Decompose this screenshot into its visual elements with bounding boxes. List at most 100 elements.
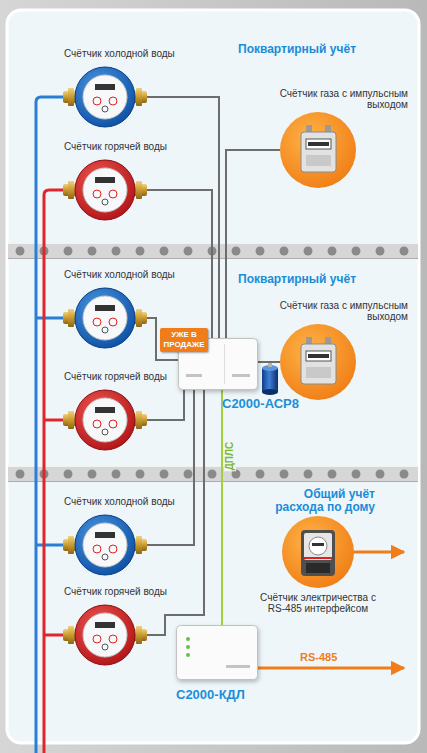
counter-digits bbox=[312, 543, 324, 546]
cold-water-meter-shape bbox=[63, 284, 147, 352]
gas-meter: Счётчик газа с импульсным выходом bbox=[280, 112, 356, 188]
electricity-meter-shape bbox=[282, 516, 354, 588]
slab-band bbox=[8, 466, 418, 482]
meter-dial bbox=[102, 199, 108, 205]
fitting-nut bbox=[68, 181, 74, 199]
meter-caption: Счётчик холодной воды bbox=[63, 48, 176, 60]
gas-meter-shape bbox=[280, 324, 356, 400]
cold-water-meter-shape bbox=[63, 511, 147, 579]
meter-housing bbox=[301, 530, 335, 576]
counter-window bbox=[95, 407, 115, 413]
meter-face bbox=[83, 613, 127, 657]
status-led bbox=[186, 645, 190, 649]
hot-water-meter-shape bbox=[63, 601, 147, 669]
cold-pipe bbox=[36, 317, 63, 320]
cold-pipe bbox=[36, 544, 63, 547]
cold-water-meter: Счётчик холодной воды bbox=[63, 63, 147, 131]
slab-edge bbox=[8, 466, 418, 467]
signal-wire bbox=[258, 361, 280, 363]
battery-body bbox=[262, 368, 278, 392]
gas-meter: Счётчик газа с импульсным выходом bbox=[280, 324, 356, 400]
meter-dial bbox=[102, 429, 108, 435]
fitting-nut bbox=[136, 536, 142, 554]
section-heading: Поквартирный учёт bbox=[238, 43, 356, 56]
hot-pipe bbox=[44, 419, 63, 422]
section-heading: Общий учёт расхода по дому bbox=[265, 488, 375, 514]
meter-caption: Счётчик холодной воды bbox=[63, 269, 176, 281]
dpls-line bbox=[221, 390, 223, 625]
battery-terminal bbox=[268, 363, 272, 367]
fitting-nut bbox=[136, 411, 142, 429]
floor-slab bbox=[8, 466, 418, 482]
meter-bezel bbox=[75, 390, 135, 450]
meter-dial bbox=[93, 97, 101, 105]
counter-window bbox=[95, 305, 115, 311]
icon-disc bbox=[282, 516, 354, 588]
hot-water-meter: Счётчик горячей воды bbox=[63, 156, 147, 224]
meter-caption: Счётчик горячей воды bbox=[63, 586, 168, 598]
bus-label: ДПЛС bbox=[224, 441, 236, 472]
meter-dial bbox=[93, 545, 101, 553]
meter-face bbox=[83, 523, 127, 567]
meter-bezel bbox=[75, 67, 135, 127]
hot-water-meter: Счётчик горячей воды bbox=[63, 386, 147, 454]
cold-water-meter: Счётчик холодной воды bbox=[63, 284, 147, 352]
fitting-nut bbox=[68, 536, 74, 554]
status-led bbox=[186, 637, 190, 641]
counter-window bbox=[95, 532, 115, 538]
fitting-nut bbox=[136, 626, 142, 644]
status-led bbox=[186, 653, 190, 657]
device-name: С2000-АСР8 bbox=[222, 396, 299, 411]
meter-dial bbox=[109, 97, 117, 105]
signal-wire bbox=[147, 97, 219, 338]
sale-badge: УЖЕ В ПРОДАЖЕ bbox=[160, 328, 208, 352]
hot-water-meter: Счётчик горячей воды bbox=[63, 601, 147, 669]
meter-caption: Счётчик электричества с RS-485 интерфейс… bbox=[260, 592, 376, 614]
slab-holes bbox=[8, 466, 418, 482]
cold-water-meter-shape bbox=[63, 63, 147, 131]
meter-dial bbox=[109, 420, 117, 428]
fitting-nut bbox=[136, 181, 142, 199]
counter-digits bbox=[308, 354, 329, 358]
battery-symbol bbox=[262, 363, 278, 395]
meter-dial bbox=[109, 545, 117, 553]
meter-dial bbox=[102, 554, 108, 560]
signal-wire bbox=[147, 390, 204, 635]
housing-detail bbox=[232, 374, 250, 377]
meter-face bbox=[83, 398, 127, 442]
counter-window bbox=[95, 84, 115, 90]
controller-device-shape bbox=[176, 625, 258, 680]
controller-device: УЖЕ В ПРОДАЖЕС2000-АСР8 bbox=[178, 338, 258, 390]
meter-caption: Счётчик холодной воды bbox=[63, 496, 176, 508]
meter-dial bbox=[93, 420, 101, 428]
fitting-nut bbox=[136, 88, 142, 106]
meter-dial bbox=[109, 635, 117, 643]
meter-dial bbox=[93, 635, 101, 643]
counter-window bbox=[306, 139, 331, 149]
meter-face bbox=[83, 75, 127, 119]
cold-water-meter: Счётчик холодной воды bbox=[63, 511, 147, 579]
meter-caption: Счётчик горячей воды bbox=[63, 141, 168, 153]
hot-pipe bbox=[44, 634, 63, 637]
icon-disc bbox=[280, 112, 356, 188]
fitting-nut bbox=[136, 309, 142, 327]
counter-digits bbox=[308, 142, 329, 146]
name-plate bbox=[306, 155, 331, 166]
device-housing bbox=[177, 626, 258, 680]
slab-edge bbox=[8, 481, 418, 482]
meter-dial bbox=[109, 318, 117, 326]
controller-device: С2000-КДЛ bbox=[176, 625, 258, 680]
gas-meter-body bbox=[301, 344, 336, 384]
rs485-arrow bbox=[258, 667, 404, 670]
status-stripe bbox=[304, 557, 332, 559]
signal-wire bbox=[147, 390, 194, 545]
counter-window bbox=[95, 622, 115, 628]
icon-disc bbox=[280, 324, 356, 400]
meter-window bbox=[309, 537, 327, 555]
meter-dial bbox=[102, 106, 108, 112]
meter-bezel bbox=[75, 288, 135, 348]
meter-dial bbox=[93, 190, 101, 198]
gas-meter-shape bbox=[280, 112, 356, 188]
electricity-meter: Счётчик электричества с RS-485 интерфейс… bbox=[282, 516, 354, 588]
